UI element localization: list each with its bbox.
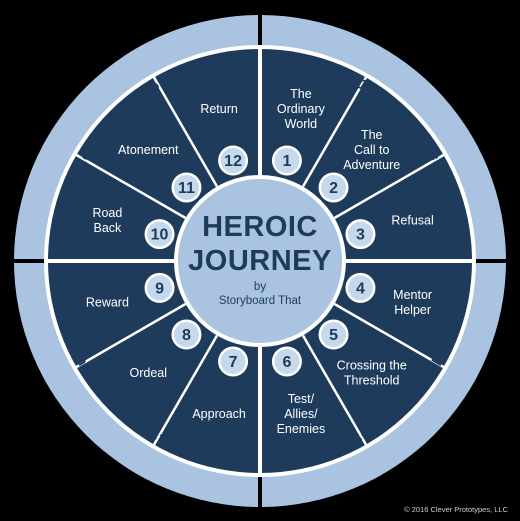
stage-badge-inner [347,221,373,247]
stage-9-badge: 9 [144,272,175,303]
stage-10-label-line: Back [93,221,122,235]
stage-11-label: Atonement [118,143,179,157]
stage-5-badge: 5 [318,319,349,350]
stage-4-label-line: Helper [394,303,431,317]
stage-3-number: 3 [356,227,365,244]
stage-9-label-line: Reward [86,295,129,309]
stage-9-number: 9 [155,280,164,297]
stage-10-number: 10 [151,227,169,244]
stage-10-label-line: Road [92,206,122,220]
stage-12-label-line: Return [200,102,238,116]
stage-12-number: 12 [224,153,242,170]
stage-6-label-line: Enemies [277,422,326,436]
stage-11-badge: 11 [171,172,202,203]
stage-5-number: 5 [329,327,338,344]
stage-6-label: Test/Allies/Enemies [277,392,326,436]
center-title-line2: JOURNEY [188,245,332,277]
center-title-line1: HEROIC [202,211,318,243]
center-hub-disc [178,179,342,343]
center-author: Storyboard That [219,295,302,307]
stage-6-number: 6 [282,354,291,371]
stage-2-label-line: The [361,128,383,142]
stage-2-badge: 2 [318,172,349,203]
sector-divider [151,334,219,447]
stage-badge-inner [274,148,300,174]
stage-1-label-line: World [285,117,317,131]
stage-2-label-line: Adventure [343,158,400,172]
stage-badge-inner [173,322,199,348]
stage-7-badge: 7 [218,346,249,377]
sector-divider [74,302,187,370]
stage-4-badge: 4 [345,272,376,303]
stage-6-badge: 6 [271,346,302,377]
copyright-notice: © 2016 Clever Prototypes, LLC [404,505,508,514]
stage-1-badge: 1 [271,145,302,176]
stage-4-label-line: Mentor [393,288,432,302]
stage-7-number: 7 [229,354,238,371]
stage-11-label-line: Atonement [118,143,179,157]
stage-1-label-line: The [290,87,312,101]
sector-dividers [46,47,474,475]
stage-10-badge: 10 [144,219,175,250]
sector-divider [151,75,219,188]
sector-divider [333,152,446,220]
stage-1-label-line: Ordinary [277,102,326,116]
stage-8-number: 8 [182,327,191,344]
stage-badge-inner [321,174,347,200]
stage-8-badge: 8 [171,319,202,350]
stage-9-label: Reward [86,295,129,309]
stage-5-label-line: Threshold [344,374,400,388]
stage-2-label-line: Call to [354,143,389,157]
stage-5-label-line: Crossing the [337,359,407,373]
stage-badge-inner [147,221,173,247]
stage-1-number: 1 [282,153,291,170]
stage-7-label: Approach [192,407,246,421]
stage-3-label: Refusal [391,214,433,228]
stage-6-label-line: Allies/ [284,407,318,421]
stage-badge-inner [321,322,347,348]
stage-badge-inner [220,148,246,174]
sector-divider [74,152,187,220]
sector-divider [301,334,369,447]
stage-7-label-line: Approach [192,407,246,421]
stage-badge-inner [274,348,300,374]
stage-2-number: 2 [329,180,338,197]
stage-badge-inner [220,348,246,374]
stage-3-label-line: Refusal [391,214,433,228]
stage-8-label-line: Ordeal [130,366,168,380]
stage-12-label: Return [200,102,238,116]
stage-badge-inner [147,275,173,301]
stage-11-number: 11 [178,180,195,197]
center-by: by [254,281,266,293]
stage-badge-inner [173,174,199,200]
stage-8-label: Ordeal [130,366,168,380]
stage-badge-inner [347,275,373,301]
stage-12-badge: 12 [218,145,249,176]
sector-divider [301,75,369,188]
center-hub: HEROIC JOURNEY by Storyboard That [174,175,346,347]
stage-6-label-line: Test/ [288,392,315,406]
stage-4-number: 4 [356,280,365,297]
sector-divider [333,302,446,370]
stage-3-badge: 3 [345,219,376,250]
